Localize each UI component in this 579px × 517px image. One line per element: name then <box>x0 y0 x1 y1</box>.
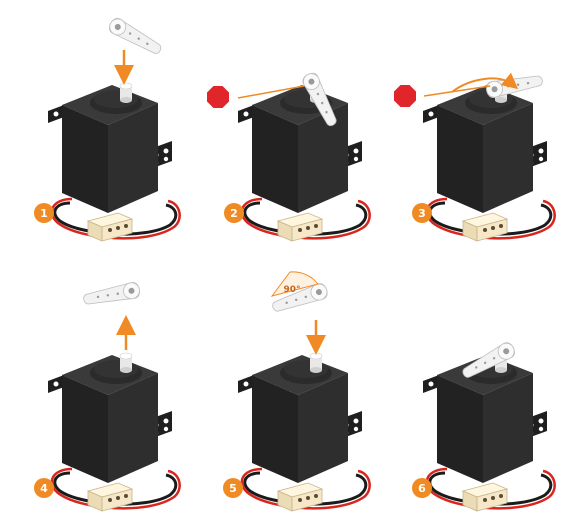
angle-label-5: 90° <box>283 285 300 295</box>
step-6-panel: 6 <box>412 340 555 511</box>
servo-body-6 <box>423 355 555 511</box>
servo-body-4 <box>48 355 180 511</box>
step-2-panel: 2 <box>207 71 370 241</box>
step-1-panel: 1 <box>34 16 180 241</box>
servo-spline-1 <box>120 83 132 103</box>
servo-horn-4 <box>82 281 141 308</box>
step-number-5: 5 <box>229 482 237 495</box>
servo-spline-4 <box>120 353 132 373</box>
stop-sign-icon-2 <box>207 86 229 108</box>
servo-body-5 <box>238 355 370 511</box>
stop-sign-icon-3 <box>394 85 416 107</box>
step-number-1: 1 <box>40 207 48 220</box>
step-5-panel: 90° 5 <box>223 272 370 511</box>
servo-body-3 <box>423 85 555 241</box>
servo-horn-1 <box>107 16 164 57</box>
step-number-4: 4 <box>40 482 48 495</box>
step-4-panel: 4 <box>34 281 180 511</box>
servo-body-2 <box>238 85 370 241</box>
servo-horn-3 <box>485 71 544 98</box>
step-number-2: 2 <box>230 207 238 220</box>
servo-spline-5 <box>310 353 322 373</box>
servo-body-1 <box>48 85 180 241</box>
step-3-panel: 3 <box>394 71 555 241</box>
step-number-3: 3 <box>418 207 426 220</box>
step-number-6: 6 <box>418 482 426 495</box>
